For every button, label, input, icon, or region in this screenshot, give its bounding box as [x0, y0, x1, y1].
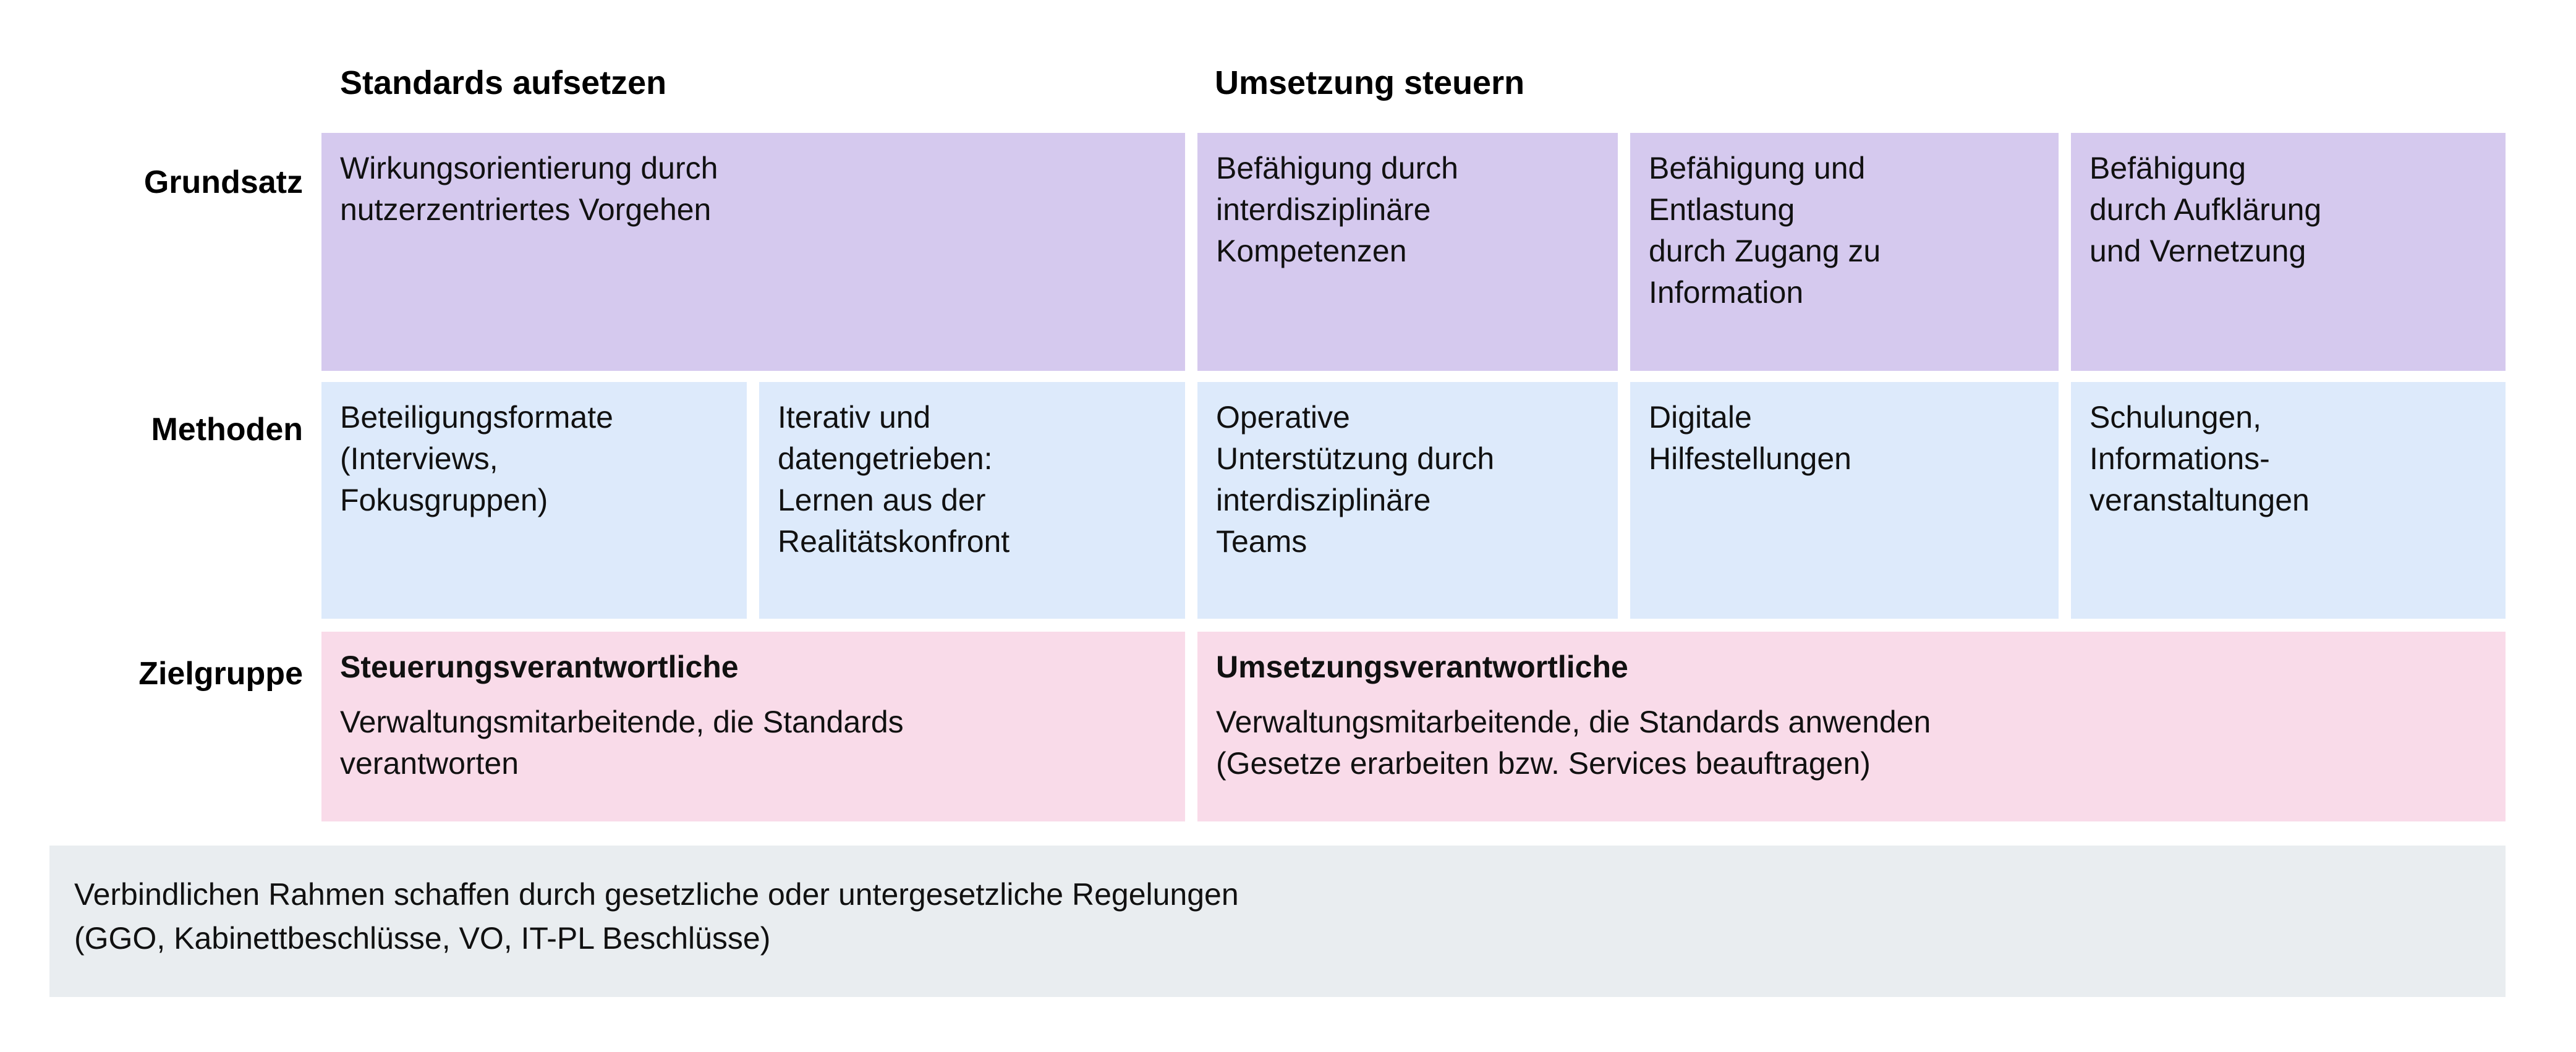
row-label-grundsatz: Grundsatz — [143, 164, 303, 200]
column-group-header-umsetzung-steuern: Umsetzung steuern — [1215, 64, 1525, 101]
grundsatz-cell-text: Befähigung durch Aufklärung und Vernetzu… — [2089, 151, 2322, 268]
methoden-cell-text: Schulungen, Informations- veranstaltunge… — [2089, 400, 2310, 517]
grundsatz-cell: Befähigung und Entlastung durch Zugang z… — [1630, 133, 2059, 371]
grundsatz-cell-text: Befähigung durch interdisziplinäre Kompe… — [1216, 151, 1458, 268]
methoden-cell: Digitale Hilfestellungen — [1630, 382, 2059, 619]
grundsatz-cell-text: Wirkungsorientierung durch nutzerzentrie… — [340, 151, 718, 227]
methoden-cell-text: Iterativ und datengetrieben: Lernen aus … — [778, 400, 1010, 559]
grundsatz-cell: Wirkungsorientierung durch nutzerzentrie… — [321, 133, 1185, 371]
methoden-cell: Iterativ und datengetrieben: Lernen aus … — [759, 382, 1185, 619]
zielgruppe-cell: Umsetzungsverantwortliche Verwaltungsmit… — [1197, 632, 2506, 821]
methoden-cell: Operative Unterstützung durch interdiszi… — [1197, 382, 1618, 619]
zielgruppe-cell-title: Steuerungsverantwortliche — [340, 650, 739, 684]
methoden-cell: Beteiligungsformate (Interviews, Fokusgr… — [321, 382, 747, 619]
zielgruppe-cell: Steuerungsverantwortliche Verwaltungsmit… — [321, 632, 1185, 821]
grundsatz-cell-text: Befähigung und Entlastung durch Zugang z… — [1649, 151, 1881, 310]
footer-band-text: Verbindlichen Rahmen schaffen durch gese… — [49, 846, 2506, 997]
grundsatz-cell: Befähigung durch Aufklärung und Vernetzu… — [2071, 133, 2506, 371]
methoden-cell-text: Beteiligungsformate (Interviews, Fokusgr… — [340, 400, 613, 517]
methoden-cell-text: Digitale Hilfestellungen — [1649, 400, 1851, 476]
zielgruppe-cell-title: Umsetzungsverantwortliche — [1216, 650, 1628, 684]
zielgruppe-cell-body: Verwaltungsmitarbeitende, die Standards … — [1216, 705, 1931, 781]
row-label-methoden: Methoden — [151, 412, 303, 448]
row-label-zielgruppe: Zielgruppe — [138, 656, 303, 692]
methoden-cell: Schulungen, Informations- veranstaltunge… — [2071, 382, 2506, 619]
column-group-header-standards-aufsetzen: Standards aufsetzen — [340, 64, 667, 101]
methoden-cell-text: Operative Unterstützung durch interdiszi… — [1216, 400, 1495, 559]
zielgruppe-cell-body: Verwaltungsmitarbeitende, die Standards … — [340, 705, 904, 781]
grundsatz-cell: Befähigung durch interdisziplinäre Kompe… — [1197, 133, 1618, 371]
